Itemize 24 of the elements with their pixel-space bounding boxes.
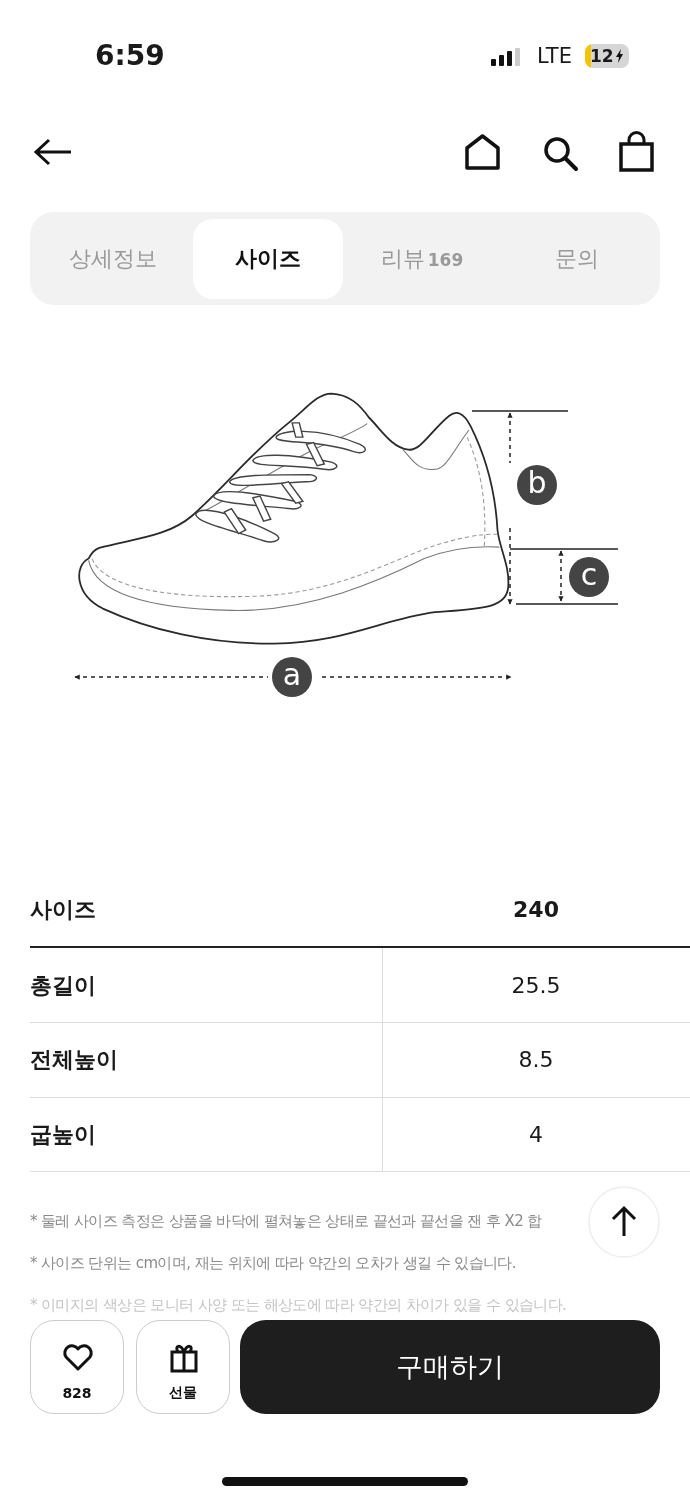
- tab: 리뷰 169: [347, 219, 497, 299]
- table-value: 8.5: [517, 1046, 555, 1074]
- gift-button: 선물: [136, 1320, 230, 1414]
- tab-active: 사이즈: [193, 219, 343, 299]
- callout-letter: a: [272, 657, 312, 697]
- table-value: 4: [528, 1121, 544, 1149]
- callout-letter: c: [569, 557, 609, 597]
- tab: 문의: [501, 219, 653, 299]
- buy-button: 구매하기: [240, 1320, 660, 1414]
- row-header: 굽높이: [30, 1121, 96, 1149]
- clock-time: 6:59: [95, 38, 165, 74]
- table-value: 25.5: [510, 972, 562, 1000]
- network-type: LTE: [537, 43, 572, 70]
- note-text: * 사이즈 단위는 cm이며, 재는 위치에 따라 약간의 오차가 생길 수 있습니다.: [30, 1253, 516, 1274]
- tab: 상세정보: [38, 219, 188, 299]
- column-header: 사이즈: [30, 896, 96, 924]
- battery-level: 12: [585, 44, 629, 68]
- table-value: 240: [512, 896, 560, 924]
- like-button: 828: [30, 1320, 124, 1414]
- note-text: * 이미지의 색상은 모니터 사양 또는 해상도에 따라 약간의 차이가 있을 수 있습니다.: [30, 1295, 567, 1316]
- row-header: 총길이: [30, 972, 96, 1000]
- note-text: * 둘레 사이즈 측정은 상품을 바닥에 펼쳐놓은 상태로 끝선과 끝선을 잰 후 X2 합: [30, 1211, 542, 1232]
- row-header: 전체높이: [30, 1046, 118, 1074]
- callout-letter: b: [517, 465, 557, 505]
